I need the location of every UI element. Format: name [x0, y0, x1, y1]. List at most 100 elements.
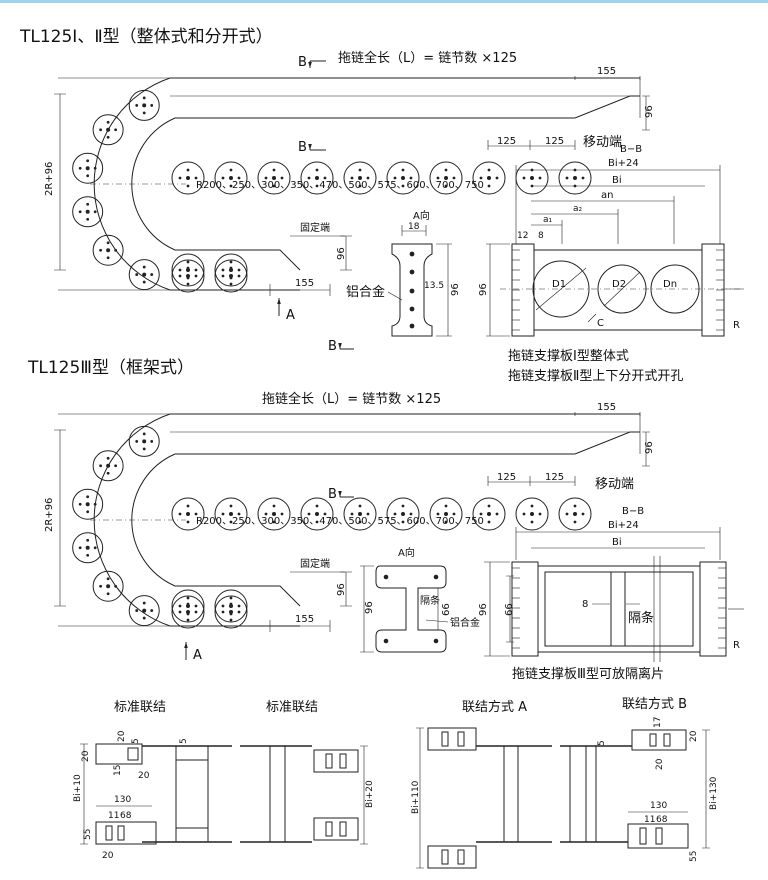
svg-text:11: 11	[108, 811, 119, 821]
svg-text:A: A	[193, 648, 202, 663]
svg-text:Bi: Bi	[612, 537, 622, 548]
svg-text:96: 96	[644, 105, 655, 118]
svg-text:15: 15	[113, 765, 123, 776]
svg-text:13.5: 13.5	[424, 281, 444, 291]
svg-text:66: 66	[504, 603, 515, 616]
svg-text:Dn: Dn	[663, 279, 677, 290]
svg-text:20: 20	[117, 730, 127, 742]
section2-title: TL125Ⅲ型（框架式）	[27, 358, 194, 378]
svg-text:125: 125	[545, 472, 564, 483]
svg-text:B: B	[328, 487, 337, 502]
svg-text:125: 125	[497, 472, 516, 483]
svg-text:5: 5	[179, 738, 189, 744]
svg-text:拖链支撑板Ⅲ型可放隔离片: 拖链支撑板Ⅲ型可放隔离片	[512, 666, 664, 682]
svg-text:20: 20	[138, 771, 150, 781]
svg-text:155: 155	[597, 66, 616, 77]
svg-text:A向: A向	[413, 209, 430, 222]
svg-text:A向: A向	[398, 546, 415, 559]
svg-text:铝合金: 铝合金	[346, 284, 385, 300]
svg-text:5: 5	[597, 740, 607, 746]
svg-text:R200、250、300、350、470、500、575、6: R200、250、300、350、470、500、575、600、700、750	[196, 180, 484, 191]
svg-text:8: 8	[538, 231, 544, 241]
section1-bb-view: B−B Bi+24 Bi an a₂ a₁ 12 8 D1 D2 Dn C 96…	[478, 144, 744, 384]
svg-text:R: R	[733, 640, 740, 651]
svg-text:20: 20	[689, 730, 699, 742]
svg-text:155: 155	[295, 614, 314, 625]
chain-links	[72, 425, 592, 629]
section1-dimensions: 拖链全长（L）= 链节数 ×125 B B 155 96 125 125 移动端…	[44, 50, 655, 354]
svg-text:17: 17	[653, 717, 663, 728]
svg-text:a₂: a₂	[573, 204, 583, 214]
svg-text:移动端: 移动端	[595, 477, 634, 492]
svg-text:66: 66	[441, 603, 452, 616]
svg-text:20: 20	[655, 758, 665, 770]
svg-text:标准联结: 标准联结	[266, 700, 318, 715]
section3-std1: Bi+10 20 20 5 5 15 20 130 11 68 55 20	[73, 730, 232, 861]
svg-text:B: B	[328, 339, 337, 354]
svg-text:隔条: 隔条	[628, 610, 654, 626]
svg-text:Bi+110: Bi+110	[411, 780, 421, 814]
section3-mode-b: 5 17 20 20 130 11 68 55 Bi+130	[560, 717, 719, 862]
svg-text:55: 55	[83, 829, 93, 840]
svg-text:联结方式 B: 联结方式 B	[622, 696, 687, 712]
svg-text:TL125Ⅰ、Ⅱ型（整体式和分开式）: TL125Ⅰ、Ⅱ型（整体式和分开式）	[19, 27, 273, 47]
svg-text:B: B	[298, 55, 307, 70]
svg-text:96: 96	[478, 603, 489, 616]
svg-text:12: 12	[517, 231, 528, 241]
svg-text:铝合金: 铝合金	[450, 616, 480, 629]
svg-text:D1: D1	[552, 279, 566, 290]
svg-text:拖链支撑板Ⅱ型上下分开式开孔: 拖链支撑板Ⅱ型上下分开式开孔	[508, 369, 683, 384]
svg-text:125: 125	[497, 136, 516, 147]
svg-text:Bi+130: Bi+130	[709, 776, 719, 810]
svg-text:68: 68	[656, 815, 668, 825]
svg-text:拖链全长（L）= 链节数 ×125: 拖链全长（L）= 链节数 ×125	[262, 391, 441, 407]
section1-title: TL125Ⅰ、Ⅱ型（整体式和分开式）	[19, 27, 273, 47]
svg-text:18: 18	[408, 222, 420, 232]
svg-text:C: C	[597, 318, 604, 329]
svg-text:155: 155	[295, 278, 314, 289]
svg-text:125: 125	[545, 136, 564, 147]
svg-text:2R+96: 2R+96	[44, 498, 55, 532]
svg-text:拖链全长（L）= 链节数 ×125: 拖链全长（L）= 链节数 ×125	[338, 50, 517, 66]
svg-text:B−B: B−B	[620, 144, 642, 155]
svg-text:130: 130	[650, 801, 667, 811]
section1-a-view: A向 18 96 13.5 铝合金	[346, 209, 461, 337]
svg-text:2R+96: 2R+96	[44, 162, 55, 196]
section2-a-view: A向 96 66 隔条 铝合金	[360, 546, 480, 653]
svg-text:20: 20	[102, 851, 114, 861]
section2-bb-view: B−B Bi+24 Bi 8 隔条 96 66 R 拖链支撑板Ⅲ型可放隔离片	[478, 506, 744, 682]
svg-text:Bi+24: Bi+24	[608, 158, 639, 169]
svg-text:an: an	[601, 190, 613, 201]
svg-text:130: 130	[114, 795, 131, 805]
svg-text:5: 5	[131, 738, 141, 744]
svg-text:Bi+20: Bi+20	[365, 780, 375, 808]
svg-text:联结方式 A: 联结方式 A	[462, 699, 527, 715]
svg-text:A: A	[286, 308, 295, 323]
svg-text:155: 155	[597, 402, 616, 413]
svg-text:a₁: a₁	[543, 215, 553, 225]
svg-text:B−B: B−B	[622, 506, 644, 517]
chain-links	[72, 89, 592, 293]
svg-text:20: 20	[81, 750, 91, 762]
svg-text:R: R	[733, 320, 740, 331]
svg-text:96: 96	[364, 601, 375, 614]
section3-std2: Bi+20	[240, 745, 375, 845]
svg-text:96: 96	[450, 283, 461, 296]
svg-text:标准联结: 标准联结	[114, 700, 166, 715]
section3-mode-a: Bi+110	[411, 727, 552, 869]
svg-text:D2: D2	[612, 279, 626, 290]
top-accent-line	[0, 0, 768, 3]
svg-text:55: 55	[689, 851, 699, 862]
svg-text:8: 8	[582, 599, 588, 610]
svg-text:Bi: Bi	[612, 175, 622, 186]
svg-text:Bi+24: Bi+24	[608, 520, 639, 531]
svg-text:96: 96	[336, 583, 347, 596]
section3-headings: 标准联结 标准联结 联结方式 A 联结方式 B	[114, 696, 687, 715]
svg-text:隔条: 隔条	[420, 594, 440, 607]
svg-text:96: 96	[644, 441, 655, 454]
svg-text:TL125Ⅲ型（框架式）: TL125Ⅲ型（框架式）	[27, 358, 194, 378]
svg-text:拖链支撑板Ⅰ型整体式: 拖链支撑板Ⅰ型整体式	[508, 349, 629, 364]
svg-text:B: B	[298, 140, 307, 155]
svg-text:Bi+10: Bi+10	[73, 774, 83, 802]
